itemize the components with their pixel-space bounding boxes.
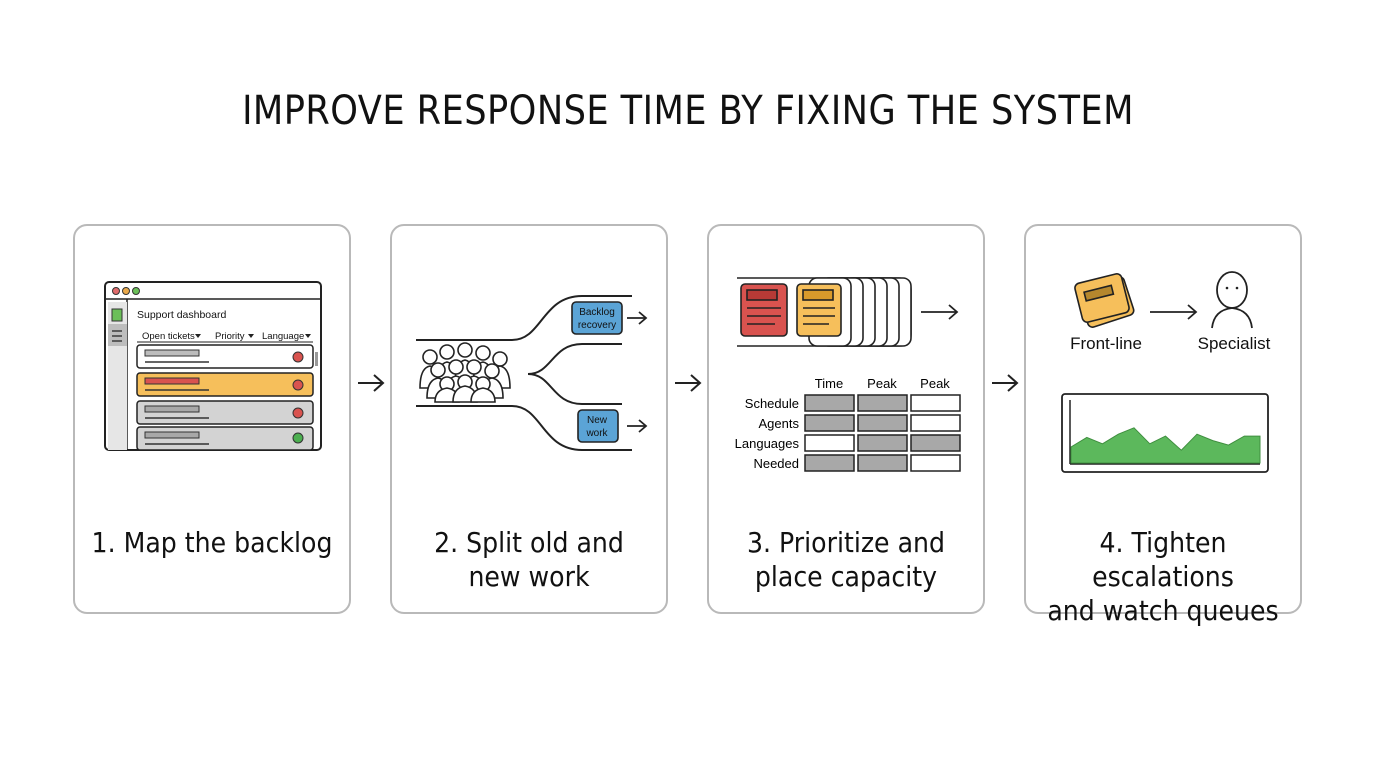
chevron-down-icon — [195, 334, 201, 338]
page-title: IMPROVE RESPONSE TIME BY FIXING THE SYST… — [242, 88, 1134, 134]
dashboard-title: Support dashboard — [137, 309, 226, 321]
step-1-caption: 1. Map the backlog — [91, 526, 333, 559]
svg-text:recovery: recovery — [578, 320, 616, 331]
grid-cell — [857, 414, 908, 432]
grid-cell — [804, 454, 855, 472]
specialist-person-icon — [1211, 271, 1253, 329]
split-illustration: Backlog recovery New work — [416, 295, 648, 451]
grid-cell — [857, 434, 908, 452]
grid-column-header: Peak — [867, 376, 897, 391]
filter-priority[interactable]: Priority — [215, 331, 245, 342]
grid-cell — [910, 414, 961, 432]
specialist-label: Specialist — [1198, 334, 1271, 353]
scrollbar[interactable] — [315, 352, 318, 366]
status-dot — [292, 432, 304, 444]
ticket-row[interactable] — [136, 426, 314, 451]
status-dot — [292, 379, 304, 391]
status-dot — [292, 351, 304, 363]
step-2-caption: 2. Split old and new work — [434, 526, 624, 593]
window-maximize-icon — [132, 287, 140, 295]
ticket-row[interactable] — [136, 344, 314, 369]
step-4-panel: Front-line Specialist 4. Tighten escalat… — [1024, 224, 1302, 627]
grid-cell — [910, 454, 961, 472]
step-2-panel: Backlog recovery New work 2. Split old a… — [390, 224, 668, 614]
grid-row-label: Needed — [753, 456, 799, 471]
dashboard-illustration: Support dashboard Open tickets Priority … — [104, 281, 322, 451]
escalation-illustration: Front-line Specialist — [1061, 271, 1271, 473]
grid-row-label: Agents — [759, 416, 800, 431]
ticket-stack-icon — [737, 277, 912, 347]
grid-cell — [804, 414, 855, 432]
ticket-icon — [1074, 273, 1135, 328]
status-dot — [292, 407, 304, 419]
step-4-caption: 4. Tighten escalations and watch queues — [1047, 526, 1279, 627]
svg-text:New: New — [587, 415, 608, 426]
grid-cell — [857, 394, 908, 412]
capacity-grid: Time Peak PeakScheduleAgentsLanguagesNeede… — [735, 376, 961, 472]
svg-text:Backlog: Backlog — [579, 307, 615, 318]
window-minimize-icon — [122, 287, 130, 295]
step-3-caption: 3. Prioritize and place capacity — [747, 526, 945, 593]
grid-cell — [910, 434, 961, 452]
capacity-illustration: Time Peak PeakScheduleAgentsLanguagesNeede… — [735, 277, 961, 472]
grid-cell — [910, 394, 961, 412]
filter-language[interactable]: Language — [262, 331, 304, 342]
arrow-right-icon — [992, 374, 1019, 392]
arrow-right-icon — [675, 374, 702, 392]
grid-column-header: Peak — [920, 376, 950, 391]
chevron-down-icon — [305, 334, 311, 338]
svg-text:work: work — [585, 428, 608, 439]
grid-cell — [857, 454, 908, 472]
grid-cell — [804, 434, 855, 452]
grid-row-label: Schedule — [745, 396, 799, 411]
filter-open-tickets[interactable]: Open tickets — [142, 331, 195, 342]
window-close-icon — [112, 287, 120, 295]
grid-column-header: Time — [815, 376, 843, 391]
step-1-panel: Support dashboard Open tickets Priority … — [73, 224, 351, 614]
people-group-icon — [419, 342, 511, 403]
front-line-label: Front-line — [1070, 334, 1142, 353]
ticket-row[interactable] — [136, 372, 314, 397]
grid-row-label: Languages — [735, 436, 800, 451]
sidebar-doc-icon — [111, 308, 123, 322]
backlog-recovery-badge: Backlog recovery — [571, 301, 623, 335]
new-work-badge: New work — [577, 409, 619, 443]
arrow-right-icon — [358, 374, 385, 392]
queue-area — [1070, 427, 1261, 464]
ticket-row[interactable] — [136, 400, 314, 425]
chevron-down-icon — [248, 334, 254, 338]
grid-cell — [804, 394, 855, 412]
